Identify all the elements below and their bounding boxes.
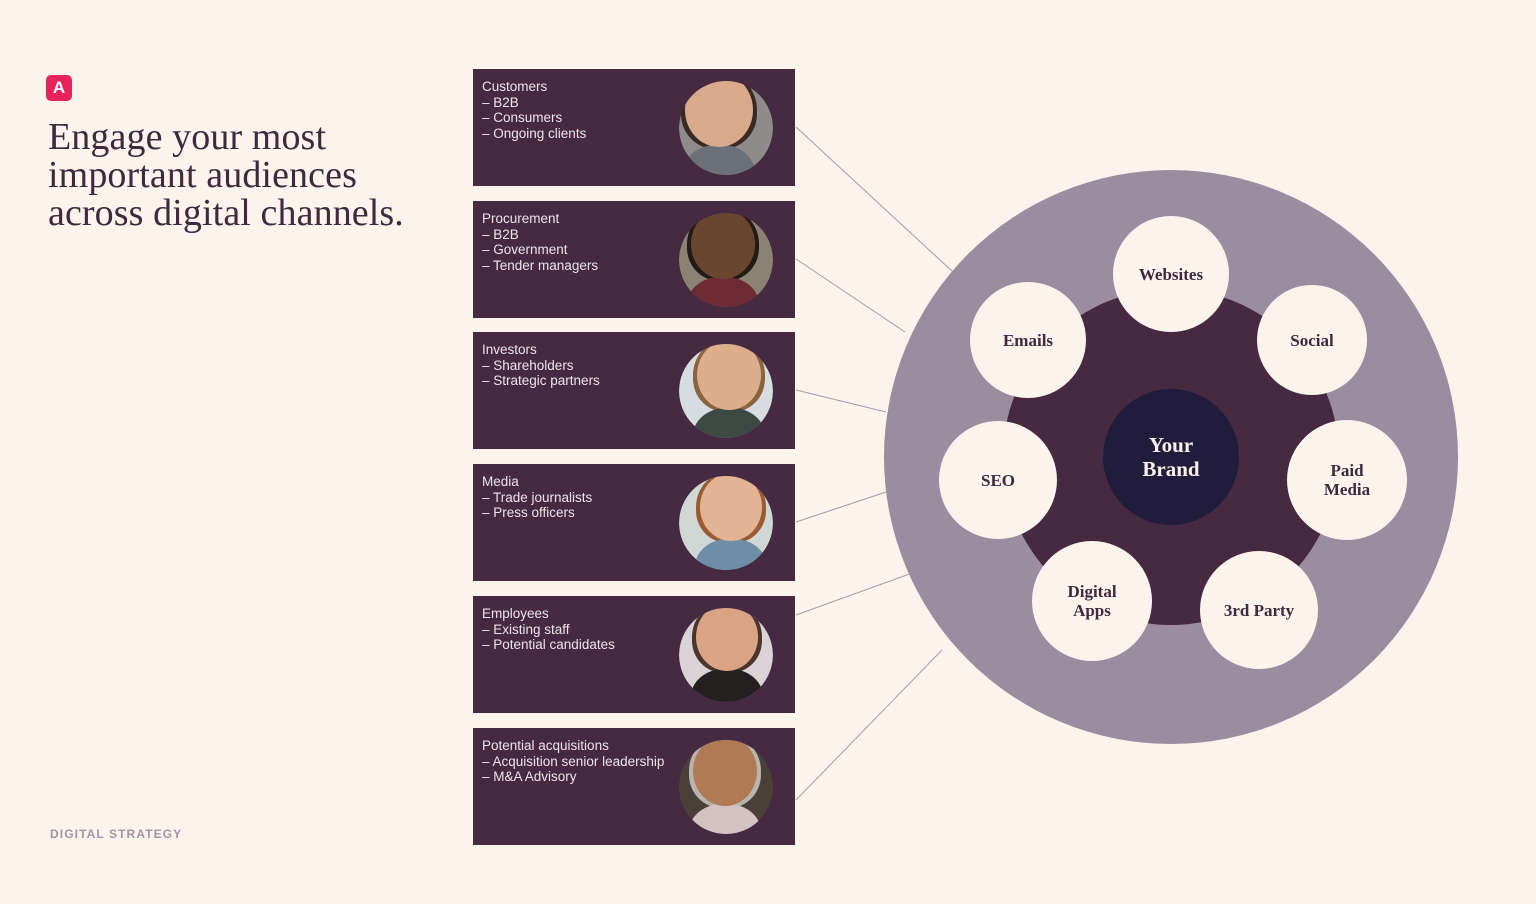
page-title-line-2: important audiences xyxy=(48,154,357,196)
audience-card-photo xyxy=(679,343,773,438)
audience-card[interactable]: Procurement– B2B– Government– Tender man… xyxy=(473,201,795,318)
diagram-channel-label: Social xyxy=(1290,330,1334,350)
page-title-line-3: across digital channels. xyxy=(48,192,404,234)
portrait-body xyxy=(693,407,765,438)
audience-card-bullet: – Strategic partners xyxy=(482,373,600,388)
portrait-body xyxy=(689,803,761,834)
card-photo-woman-shortblackhair-portrait xyxy=(679,607,773,702)
portrait-face xyxy=(693,739,757,806)
audience-card-title: Procurement xyxy=(482,211,560,226)
diagram-channel-node[interactable]: Emails xyxy=(970,282,1086,398)
audience-card-bullet: – Ongoing clients xyxy=(482,125,587,141)
audience-card-text: Employees– Existing staff– Potential can… xyxy=(482,606,692,653)
card-photo-woman-glasses-redhair-portrait xyxy=(679,475,773,570)
audience-card-bullet: – Tender managers xyxy=(482,257,599,273)
diagram-channel-label: 3rd Party xyxy=(1223,600,1295,620)
diagram-channel-label: Paid Media xyxy=(1323,461,1371,499)
card-photo-woman-meditating-portrait xyxy=(679,80,773,175)
diagram-channel-node[interactable]: Websites xyxy=(1113,216,1229,332)
audience-card-title: Investors xyxy=(482,342,537,357)
audience-card-text: Procurement– B2B– Government– Tender man… xyxy=(482,211,692,273)
audience-card-bullet: – B2B xyxy=(482,94,519,110)
footer-section-label: DIGITAL STRATEGY xyxy=(50,827,183,841)
diagram-channel-label: SEO xyxy=(980,470,1016,490)
audience-card-title: Customers xyxy=(482,79,548,94)
portrait-face xyxy=(696,607,758,671)
audience-card[interactable]: Employees– Existing staff– Potential can… xyxy=(473,596,795,713)
audience-card-text: Media– Trade journalists– Press officers xyxy=(482,474,692,521)
audience-card[interactable]: Media– Trade journalists– Press officers xyxy=(473,464,795,581)
audience-card-text: Potential acquisitions– Acquisition seni… xyxy=(482,738,692,785)
audience-card-photo xyxy=(679,739,773,834)
diagram-channel-node[interactable]: 3rd Party xyxy=(1200,551,1318,669)
audience-card-text: Customers– B2B– Consumers– Ongoing clien… xyxy=(482,79,692,141)
diagram-core-label: Your Brand xyxy=(1142,433,1199,481)
audience-card[interactable]: Investors– Shareholders– Strategic partn… xyxy=(473,332,795,449)
diagram-core-label-line-1: Your xyxy=(1148,433,1194,457)
audience-card-bullet: – Trade journalists xyxy=(482,489,593,505)
portrait-body xyxy=(691,668,763,702)
portrait-face xyxy=(700,475,762,541)
diagram-channel-node[interactable]: SEO xyxy=(939,421,1057,539)
card-photo-woman-on-phone-portrait xyxy=(679,212,773,307)
audience-card-text: Investors– Shareholders– Strategic partn… xyxy=(482,342,692,389)
audience-card-photo xyxy=(679,475,773,570)
audience-card-bullet: – M&A Advisory xyxy=(482,769,577,784)
audience-card-bullet: – Potential candidates xyxy=(482,637,615,652)
diagram-core-your-brand: Your Brand xyxy=(1103,389,1239,525)
portrait-face xyxy=(691,212,755,279)
page-title-line-1: Engage your most xyxy=(48,116,327,158)
card-photo-man-glasses-smiling-portrait xyxy=(679,343,773,438)
audience-card-title: Potential acquisitions xyxy=(482,738,609,753)
diagram-channel-node[interactable]: Paid Media xyxy=(1287,420,1407,540)
diagram-channel-node[interactable]: Digital Apps xyxy=(1032,541,1152,661)
page-title: Engage your most important audiences acr… xyxy=(48,118,468,232)
diagram-channel-node[interactable]: Social xyxy=(1257,285,1367,395)
portrait-face xyxy=(685,80,753,147)
audience-card-title: Employees xyxy=(482,606,549,621)
portrait-face xyxy=(697,343,761,410)
diagram-channel-label: Digital Apps xyxy=(1067,582,1117,620)
audience-card-bullet: – Shareholders xyxy=(482,357,574,373)
audience-card[interactable]: Customers– B2B– Consumers– Ongoing clien… xyxy=(473,69,795,186)
card-photo-man-greyhair-portrait xyxy=(679,739,773,834)
audience-card-bullet: – Existing staff xyxy=(482,621,570,637)
connector-line-investors xyxy=(795,389,887,413)
audience-card-bullet: – Acquisition senior leadership xyxy=(482,753,665,769)
diagram-core-label-line-2: Brand xyxy=(1142,457,1200,481)
audience-card[interactable]: Potential acquisitions– Acquisition seni… xyxy=(473,728,795,845)
audience-card-photo xyxy=(679,607,773,702)
connector-line-media xyxy=(795,491,887,523)
audience-card-photo xyxy=(679,80,773,175)
portrait-body xyxy=(695,538,767,570)
audience-card-bullet: – Press officers xyxy=(482,505,575,520)
diagram-channel-label: Websites xyxy=(1138,264,1204,284)
audience-card-title: Media xyxy=(482,474,519,489)
portrait-body xyxy=(683,144,755,175)
diagram-channel-label: Emails xyxy=(1002,330,1054,350)
audience-card-bullet: – Consumers xyxy=(482,110,563,125)
portrait-body xyxy=(687,276,759,307)
brand-logo-badge: A xyxy=(46,75,72,101)
audience-card-bullet: – Government xyxy=(482,242,568,257)
audience-card-photo xyxy=(679,212,773,307)
audience-card-bullet: – B2B xyxy=(482,226,519,242)
